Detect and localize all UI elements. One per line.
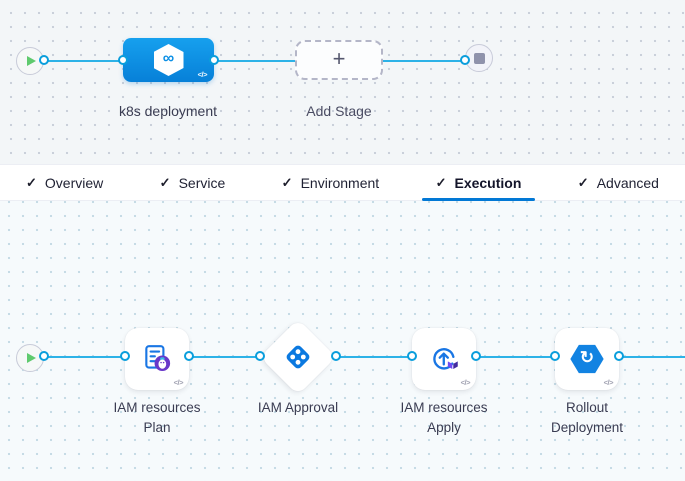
stage-node-k8s-deployment[interactable]: ∞ </> — [123, 38, 214, 82]
check-icon: ✓ — [435, 174, 447, 190]
link-port — [331, 351, 341, 361]
code-badge-icon: </> — [197, 70, 208, 79]
terraform-plan-icon — [145, 345, 171, 372]
check-icon: ✓ — [26, 174, 37, 190]
tab-service[interactable]: ✓ Service — [146, 165, 240, 200]
tab-bar: ✓ Overview ✓ Service ✓ Environment ✓ Exe… — [0, 164, 685, 201]
tab-label: Environment — [300, 174, 380, 191]
step-iam-resources-apply[interactable]: </> — [412, 328, 476, 390]
link-port — [471, 351, 481, 361]
code-badge-icon: </> — [460, 378, 471, 387]
tab-label: Overview — [44, 174, 104, 191]
step-label: IAM resources Plan — [113, 400, 201, 435]
link-port — [614, 351, 624, 361]
check-icon: ✓ — [281, 174, 293, 190]
link-port — [550, 351, 560, 361]
link-port — [209, 55, 219, 65]
link-port — [120, 351, 130, 361]
add-stage-button[interactable]: + — [295, 40, 383, 80]
approval-icon — [286, 345, 310, 369]
terraform-apply-icon — [433, 348, 458, 370]
play-icon — [27, 353, 36, 363]
stage-label: k8s deployment — [118, 103, 218, 119]
link-port — [118, 55, 128, 65]
tab-label: Execution — [454, 174, 522, 191]
step-iam-resources-plan[interactable]: </> — [125, 328, 189, 390]
code-badge-icon: </> — [173, 378, 184, 387]
link-port — [255, 351, 265, 361]
link-port — [39, 351, 49, 361]
step-iam-approval[interactable] — [259, 318, 337, 396]
k8s-rollout-icon: ↻ — [570, 344, 604, 374]
step-edge — [476, 356, 555, 358]
link-port — [39, 55, 49, 65]
execution-canvas: </> </> — [0, 201, 685, 481]
tab-label: Service — [178, 174, 226, 191]
link-port — [184, 351, 194, 361]
stop-icon — [473, 52, 485, 64]
step-rollout-deployment[interactable]: ↻ </> — [555, 328, 619, 390]
code-badge-icon: </> — [603, 378, 614, 387]
check-icon: ✓ — [159, 174, 171, 190]
check-icon: ✓ — [577, 174, 589, 190]
play-icon — [27, 56, 36, 66]
tab-execution[interactable]: ✓ Execution — [421, 165, 536, 201]
step-edge — [619, 356, 685, 358]
tab-overview[interactable]: ✓ Overview — [12, 165, 117, 200]
link-port — [460, 55, 470, 65]
tab-label: Advanced — [596, 174, 659, 191]
step-label: IAM resources Apply — [400, 400, 488, 435]
add-stage-label: Add Stage — [306, 103, 372, 119]
plus-icon: + — [332, 46, 346, 71]
step-edge — [44, 356, 125, 358]
stage-canvas: ∞ </> + k8s deployment Add Stage — [0, 0, 685, 164]
tab-advanced[interactable]: ✓ Advanced — [564, 165, 673, 200]
step-edge — [336, 356, 412, 358]
tab-environment[interactable]: ✓ Environment — [268, 165, 394, 200]
link-port — [407, 351, 417, 361]
step-label: IAM Approval — [257, 400, 339, 415]
step-edge — [189, 356, 260, 358]
stage-edge — [44, 60, 123, 62]
step-label: Rollout Deployment — [550, 400, 624, 435]
cd-stage-hexagon-icon: ∞ — [153, 44, 184, 76]
pipeline-start-node — [16, 47, 44, 75]
